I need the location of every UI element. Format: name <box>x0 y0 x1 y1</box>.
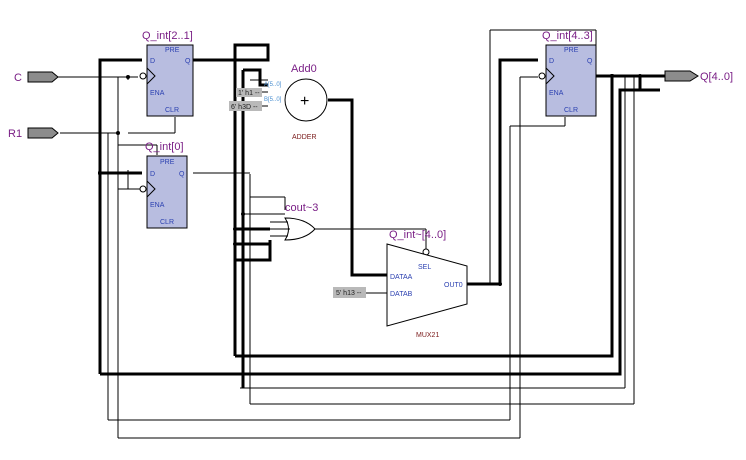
input-port-c[interactable]: C <box>14 71 60 84</box>
svg-text:CLR: CLR <box>165 107 179 114</box>
adder-pin-b: B[5..0] <box>264 97 282 103</box>
svg-text:ENA: ENA <box>150 202 165 209</box>
mux-name: Q_int~[4..0] <box>389 229 446 241</box>
svg-text:ENA: ENA <box>150 90 165 97</box>
adder-add0[interactable]: Add0 + A[5..0] B[5..0] ADDER <box>264 63 328 141</box>
mux-const-b: 5' h13 -- <box>333 287 366 298</box>
register-name: Q_int[2..1] <box>142 30 193 42</box>
output-port-q[interactable]: Q[4..0] <box>664 70 733 83</box>
register-q-int-0[interactable]: Q_int[0] PRE D Q ENA CLR <box>139 141 188 229</box>
input-label-r1: R1 <box>8 128 22 140</box>
svg-text:Q: Q <box>179 171 185 178</box>
register-name: Q_int[0] <box>145 141 184 153</box>
junction-dots <box>98 74 642 286</box>
mux-sel-label: SEL <box>418 264 431 271</box>
svg-text:D: D <box>549 58 554 65</box>
mux-datab-label: DATAB <box>390 291 413 298</box>
adder-symbol: + <box>300 93 309 110</box>
register-q-int-2-1[interactable]: Q_int[2..1] PRE D Q ENA CLR <box>139 30 194 117</box>
svg-text:6' h3D --: 6' h3D -- <box>231 104 258 111</box>
svg-text:ENA: ENA <box>549 90 564 97</box>
input-label-c: C <box>14 72 22 84</box>
mux-type-label: MUX21 <box>416 332 439 339</box>
svg-text:Q: Q <box>185 58 191 65</box>
thin-wires <box>60 29 635 439</box>
mux-dataa-label: DATAA <box>390 274 413 281</box>
adder-const-a: 1' h1 -- <box>236 88 262 97</box>
svg-text:PRE: PRE <box>564 47 579 54</box>
register-q-int-4-3[interactable]: Q_int[4..3] PRE D Q ENA CLR <box>538 30 597 117</box>
bus-wires <box>98 43 665 388</box>
svg-text:CLR: CLR <box>564 107 578 114</box>
adder-const-b: 6' h3D -- <box>229 101 262 111</box>
adder-type-label: ADDER <box>292 134 317 141</box>
svg-text:1' h1 --: 1' h1 -- <box>238 90 260 97</box>
svg-text:CLR: CLR <box>160 219 174 226</box>
svg-text:D: D <box>150 58 155 65</box>
mux-out-label: OUT0 <box>444 282 463 289</box>
adder-pin-a: A[5..0] <box>264 82 282 88</box>
adder-name: Add0 <box>291 63 317 75</box>
or-gate-name: cout~3 <box>285 202 318 214</box>
svg-text:5' h13 --: 5' h13 -- <box>336 290 362 297</box>
output-label-q: Q[4..0] <box>700 71 733 83</box>
svg-text:PRE: PRE <box>165 47 180 54</box>
mux-q-int[interactable]: Q_int~[4..0] SEL DATAA DATAB OUT0 MUX21 <box>386 229 468 339</box>
register-name: Q_int[4..3] <box>542 30 593 42</box>
or-gate-cout3[interactable]: cout~3 <box>270 202 318 241</box>
input-port-r1[interactable]: R1 <box>8 127 59 140</box>
svg-text:Q: Q <box>587 58 593 65</box>
svg-text:PRE: PRE <box>160 159 175 166</box>
svg-text:D: D <box>150 171 155 178</box>
